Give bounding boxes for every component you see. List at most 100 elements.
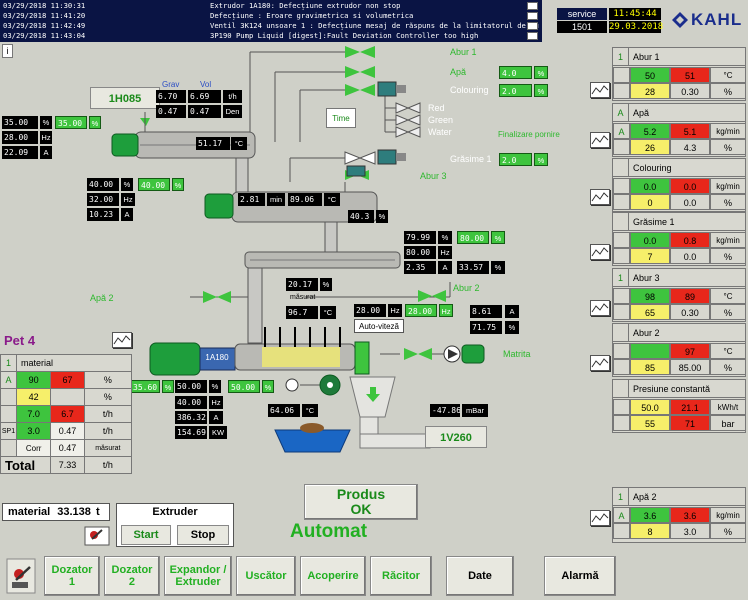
product-ok-status[interactable]: Produs OK xyxy=(304,484,418,520)
vol-label: Vol xyxy=(200,80,212,89)
trend-button[interactable] xyxy=(590,132,610,148)
panel-actual xyxy=(630,343,670,359)
panel-input[interactable]: 85 xyxy=(630,359,670,375)
pct-unit: % xyxy=(89,116,101,129)
c-unit: °C xyxy=(302,404,318,417)
trend-button[interactable] xyxy=(590,300,610,316)
nav-uscator[interactable]: Uscător xyxy=(236,556,296,596)
pct-unit: % xyxy=(209,380,221,393)
panel-unit: kg/min xyxy=(710,232,746,248)
hopper-tag[interactable]: 1H085 xyxy=(90,87,160,109)
c-unit: °C xyxy=(320,306,336,319)
extruder-tag[interactable]: 1A180 xyxy=(205,353,229,362)
alarm-ack-checkbox[interactable] xyxy=(527,32,538,40)
feeder-temp: 51.17 xyxy=(196,137,230,150)
c-unit: °C xyxy=(231,137,247,150)
trend-icon xyxy=(591,247,609,257)
panel-input[interactable]: 28 xyxy=(630,83,670,99)
panel-num: A xyxy=(613,104,629,122)
panel-unit: °C xyxy=(710,343,746,359)
trend-button[interactable] xyxy=(590,82,610,98)
panel-num: 1 xyxy=(613,48,629,66)
panel-input[interactable]: 7 xyxy=(630,248,670,264)
panel-value: 0.0 xyxy=(670,194,710,210)
speed-b[interactable]: 28.00 xyxy=(405,304,437,317)
table-row: 42 % xyxy=(0,388,133,406)
panel-actual: 5.2 xyxy=(630,123,670,139)
ext-pct-a[interactable]: 35.60 xyxy=(130,380,160,393)
pct-unit: % xyxy=(491,231,505,244)
alarm-ack-checkbox[interactable] xyxy=(527,12,538,20)
extruder-start-button[interactable]: Start xyxy=(121,525,171,545)
apa2-label: Apă 2 xyxy=(90,293,114,303)
trend-button[interactable] xyxy=(112,332,132,348)
panel-input[interactable]: 55 xyxy=(630,415,670,431)
panel-input[interactable]: 65 xyxy=(630,304,670,320)
panel-value: 85.00 xyxy=(670,359,710,375)
apa-setpoint[interactable]: 4.0 xyxy=(499,66,532,79)
nav-alarma[interactable]: Alarmă xyxy=(544,556,616,596)
lower-v4: 33.57 xyxy=(457,261,489,274)
nav-expandor[interactable]: Expandor / Extruder xyxy=(164,556,232,596)
alarm-ack-checkbox[interactable] xyxy=(527,22,538,30)
operator-icon[interactable] xyxy=(84,526,110,546)
vol-value-2: 0.47 xyxy=(188,105,221,118)
cutter-fan xyxy=(285,374,341,396)
nav-racitor[interactable]: Răcitor xyxy=(370,556,432,596)
kw-unit: KW xyxy=(209,426,227,439)
panel-setpoint: 51 xyxy=(670,67,710,83)
panel-num: 1 xyxy=(613,269,629,287)
cond-pct: 40.3 xyxy=(348,210,374,223)
extruder-stop-button[interactable]: Stop xyxy=(177,525,229,545)
auto-speed-button[interactable]: Auto-viteză xyxy=(354,319,404,333)
nav-date[interactable]: Date xyxy=(446,556,514,596)
pct-unit: % xyxy=(491,261,505,274)
panel-setpoint: 0.0 xyxy=(670,178,710,194)
den-unit: Den xyxy=(223,105,242,118)
lower-v1-setpoint[interactable]: 80.00 xyxy=(457,231,489,244)
trend-button[interactable] xyxy=(590,189,610,205)
feeder-screw xyxy=(111,112,256,159)
trend-icon xyxy=(113,335,131,345)
matrix-pump xyxy=(443,344,485,364)
ext-amp: 386.32 xyxy=(175,411,207,424)
time-button[interactable]: Time xyxy=(326,108,356,128)
trend-icon xyxy=(591,303,609,313)
amp-unit: A xyxy=(40,146,52,159)
cooler-tag[interactable]: 1V260 xyxy=(425,426,487,448)
ext-pct-c[interactable]: 50.00 xyxy=(228,380,260,393)
ext-hz: 40.00 xyxy=(175,396,207,409)
alarm-ack-checkbox[interactable] xyxy=(527,2,538,10)
info-button[interactable]: i xyxy=(2,44,13,58)
panel-input[interactable]: 0 xyxy=(630,194,670,210)
valve-red xyxy=(395,102,421,114)
operator-login-icon[interactable] xyxy=(6,558,36,594)
panel-num xyxy=(613,159,629,177)
feeder-pct-b[interactable]: 35.00 xyxy=(55,116,87,129)
table-row: 7.0 6.7 t/h xyxy=(0,405,133,423)
green-label: Green xyxy=(428,115,454,125)
automat-status: Automat xyxy=(290,521,368,542)
ext-temp: 64.06 xyxy=(268,404,300,417)
nav-dozator1[interactable]: Dozator 1 xyxy=(44,556,100,596)
nav-dozator2[interactable]: Dozator 2 xyxy=(104,556,160,596)
nav-acoperire[interactable]: Acoperire xyxy=(300,556,366,596)
panel-input[interactable]: 26 xyxy=(630,139,670,155)
extruder-control-title: Extruder xyxy=(152,506,198,518)
panel-unit: % xyxy=(710,359,746,375)
colouring-setpoint[interactable]: 2.0 xyxy=(499,84,532,97)
grav-value-2: 0.47 xyxy=(156,105,186,118)
trend-button[interactable] xyxy=(590,355,610,371)
measured-label: măsurat xyxy=(290,294,316,301)
panel-setpoint: 21.1 xyxy=(670,399,710,415)
trend-button[interactable] xyxy=(590,510,610,526)
grasime-setpoint[interactable]: 2.0 xyxy=(499,153,532,166)
table-row: A 90 67 % xyxy=(0,371,133,389)
cond-pct-b[interactable]: 40.00 xyxy=(138,178,170,191)
trend-button[interactable] xyxy=(590,244,610,260)
